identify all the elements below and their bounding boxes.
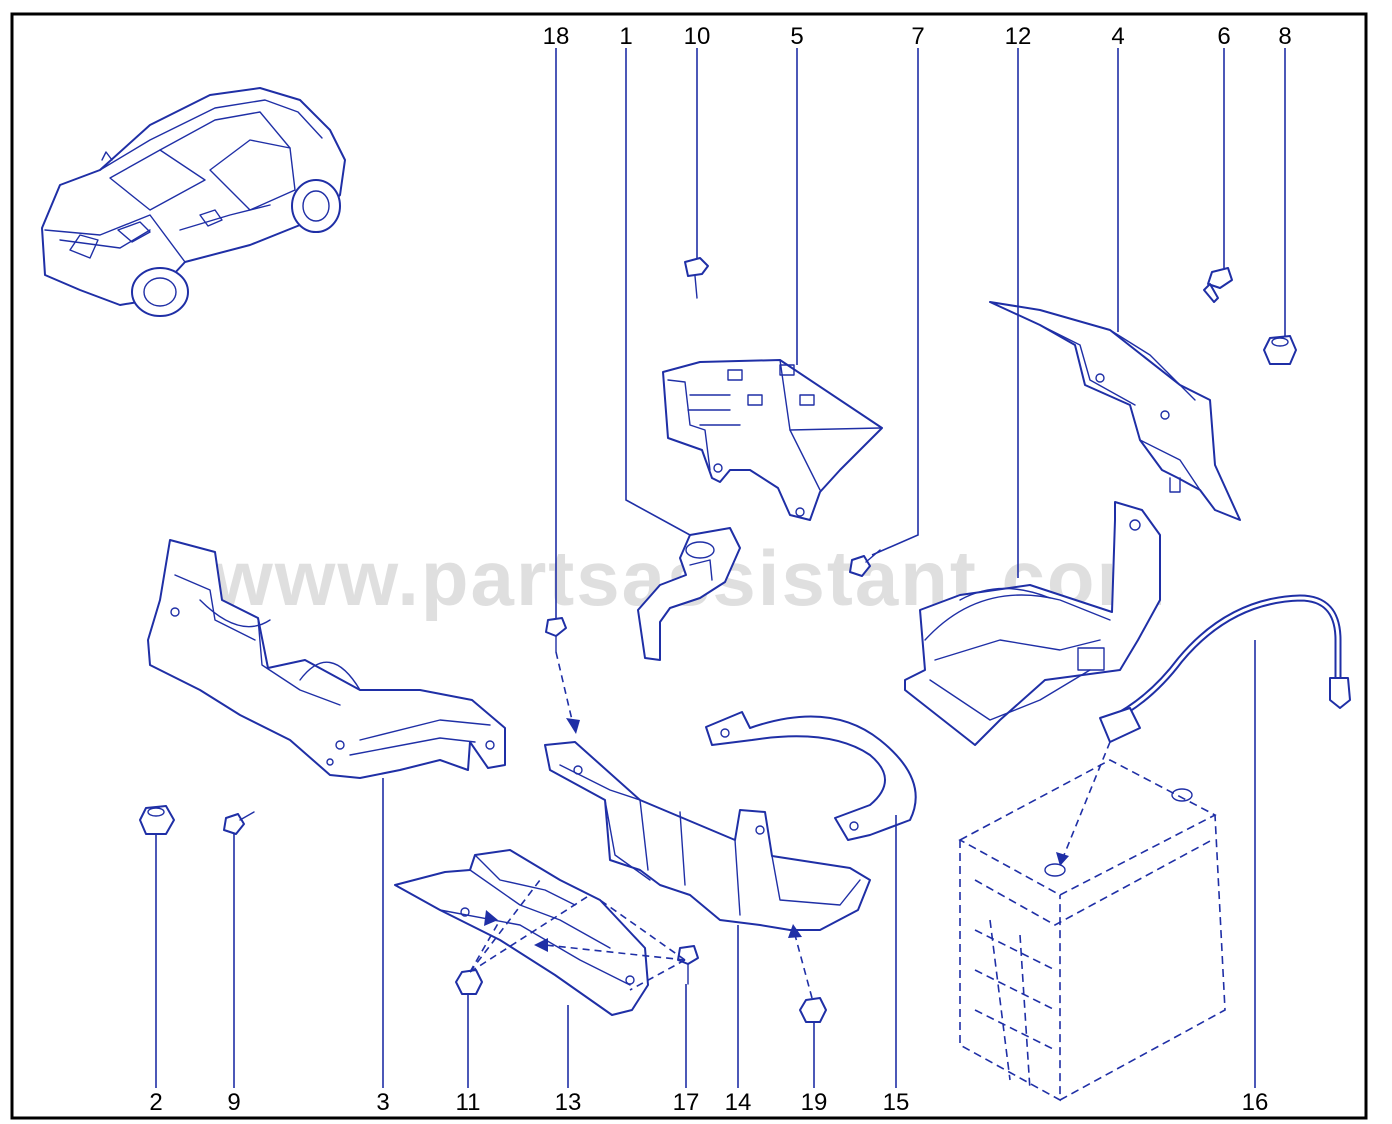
- callout-1: 1: [619, 23, 632, 50]
- part-12-battery-tray: [904, 501, 1161, 746]
- fastener-19: [799, 997, 827, 1023]
- fastener-17: [677, 945, 699, 985]
- callout-8: 8: [1278, 23, 1291, 50]
- callout-11: 11: [456, 1089, 481, 1116]
- part-1-clamp: [637, 527, 741, 661]
- callout-12: 12: [1005, 23, 1032, 50]
- callout-2: 2: [149, 1089, 162, 1116]
- callout-19: 19: [801, 1089, 828, 1116]
- fastener-18: [545, 617, 567, 653]
- fastener-6: [1203, 267, 1233, 303]
- callout-17: 17: [673, 1089, 700, 1116]
- part-14-bracket: [544, 741, 871, 931]
- part-16-cable: [1099, 594, 1351, 743]
- callout-13: 13: [555, 1089, 582, 1116]
- part-4-bracket: [989, 301, 1241, 521]
- part-3-bracket: [147, 539, 506, 779]
- callout-18: 18: [543, 23, 570, 50]
- callout-16: 16: [1242, 1089, 1269, 1116]
- callout-5: 5: [790, 23, 803, 50]
- fastener-9: [223, 811, 255, 835]
- callout-leaders: [155, 48, 1286, 1088]
- part-13-plate: [394, 849, 649, 1016]
- fastener-8: [1263, 335, 1297, 365]
- fastener-11: [455, 969, 483, 995]
- part-15-strap: [705, 711, 917, 841]
- callout-7: 7: [911, 23, 924, 50]
- assembly-lines: [469, 651, 1111, 999]
- callout-15: 15: [883, 1089, 910, 1116]
- part-5-cover: [662, 359, 883, 521]
- battery-outline: [958, 759, 1226, 1102]
- callout-4: 4: [1111, 23, 1124, 50]
- callout-10: 10: [684, 23, 711, 50]
- callout-labels: 18 1 10 5 7 12 4 6 8 2 9 3 11 13 17 14 1…: [149, 23, 1291, 1116]
- callout-9: 9: [227, 1089, 240, 1116]
- fastener-10: [684, 257, 709, 299]
- fastener-2: [139, 805, 175, 835]
- vehicle-thumbnail: [41, 87, 346, 317]
- diagram-frame: [10, 12, 1368, 1120]
- callout-6: 6: [1217, 23, 1230, 50]
- callout-14: 14: [725, 1089, 752, 1116]
- callout-3: 3: [376, 1089, 389, 1116]
